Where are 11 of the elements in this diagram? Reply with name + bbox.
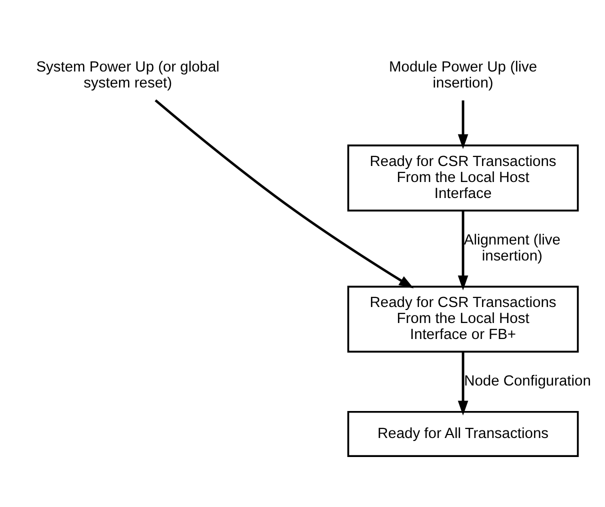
arrow bbox=[458, 352, 468, 416]
node-box: Ready for CSR Transactions From the Local Host Interface or FB+ bbox=[347, 286, 579, 353]
arrow bbox=[458, 210, 468, 290]
node-text: Module Power Up (live insertion) bbox=[388, 59, 538, 92]
arrow bbox=[154, 99, 414, 288]
node-box: Ready for All Transactions bbox=[347, 410, 579, 457]
edge-label: Node Configuration bbox=[464, 374, 591, 390]
edge-label: Alignment (live insertion) bbox=[464, 232, 560, 264]
node-text: System Power Up (or global system reset) bbox=[36, 59, 220, 92]
arrow bbox=[458, 100, 468, 149]
node-box: Ready for CSR Transactions From the Local Host Interface bbox=[347, 144, 579, 212]
